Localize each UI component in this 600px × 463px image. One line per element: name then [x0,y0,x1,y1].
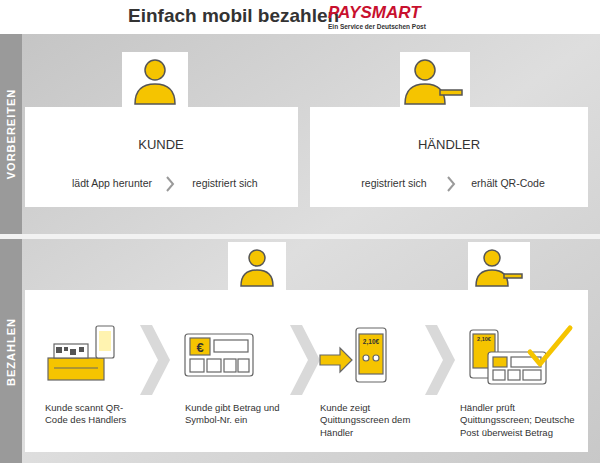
white-panel [25,107,298,207]
payment-card [185,334,253,376]
merchant-icon [476,270,508,286]
merchant-icon [405,84,445,104]
white-panel [122,52,188,108]
euro-symbol: € [196,340,203,353]
payment-box: Kunde scannt QR-Code des Händlers Kunde g… [25,290,588,452]
phone-receipt [359,334,383,374]
step-chevron [140,325,170,395]
role-box: KUNDE lädt App herunter registriert sich [25,107,298,207]
step-text: registriert sich [192,177,257,191]
cash-register [48,326,114,380]
phase-label: VORBEREITEN [6,89,17,179]
merchant-icon [405,60,522,286]
check-receipt [488,352,546,384]
customer-icon [145,60,165,80]
white-panel [468,242,530,291]
step-caption: Kunde zeigt Quittungsscreen dem Händler [320,402,420,439]
payment-card [185,334,253,376]
side-strip [0,34,22,234]
phone-receipt [363,355,369,361]
merchant-icon [484,250,500,266]
phone-receipt [320,328,386,382]
merchant-icon [440,90,462,95]
side-strip [0,239,22,463]
white-panel [310,107,588,207]
white-panel [25,290,588,452]
cash-register [54,367,98,368]
payment-card [214,340,248,352]
role-box: HÄNDLER registriert sich erhält QR-Code [310,107,588,207]
payment-card [190,359,204,372]
cash-register [96,326,114,358]
step-caption: Kunde gibt Betrag und Symbol-Nr. ein [185,402,285,427]
payment-card [238,359,249,372]
check-receipt [523,370,541,380]
customer-icon [135,60,273,286]
role-heading: KUNDE [138,137,184,154]
logo-subtitle: Ein Service der Deutschen Post [328,24,426,31]
step-chevron [425,325,455,395]
title: Einfach mobil bezahlen [128,5,339,27]
check-receipt [493,357,507,367]
customer-icon [249,250,265,266]
merchant-icon [415,60,435,80]
step-caption: Kunde scannt QR-Code des Händlers [45,402,145,427]
cash-register [56,347,62,353]
step-text: erhält QR-Code [471,177,545,191]
screen-amount: 2,10€ [363,339,379,346]
phone-receipt [356,328,386,382]
check-receipt [493,370,505,380]
grey-ground [0,234,600,239]
check-receipt [470,328,570,384]
side-strip [0,34,22,463]
white-panel [400,52,470,108]
step-chevron [140,325,455,395]
customer-icon [135,84,175,104]
role-heading: HÄNDLER [418,137,480,154]
screen-amount: 2,10€ [477,337,491,343]
phase-band: BEZAHLEN Kunde scannt QR-Code des Händler… [0,240,600,463]
phase-label: BEZAHLEN [6,318,17,386]
step-text: lädt App herunter [72,177,152,191]
step-chevron-small [167,177,173,191]
check-receipt [530,328,570,364]
phone-receipt [373,355,379,361]
merchant-icon [504,274,522,278]
customer-icon [241,270,273,286]
grey-ground [0,34,600,463]
step-chevron-small [448,177,454,191]
check-receipt [508,370,520,380]
white-panel [228,242,286,291]
phase-band: VORBEREITEN KUNDE lädt App herunter registr… [0,34,600,234]
step-chevron [290,325,320,395]
cash-register [70,349,76,355]
payment-card [190,338,210,355]
cash-register [79,347,84,352]
step-caption: Händler prüft Quittungsscreen; Deutsche … [460,402,584,439]
payment-card [224,359,236,372]
phone-receipt [320,348,352,372]
grey-ground [0,34,600,463]
logo-text: PAYSMART [328,4,421,21]
cash-register [48,358,104,380]
payment-card [207,359,221,372]
cash-register [99,331,111,351]
cash-register [54,344,88,358]
cash-register [64,347,68,351]
step-text: registriert sich [361,177,426,191]
white-panel [25,52,588,452]
step-chevron-small [167,177,454,191]
